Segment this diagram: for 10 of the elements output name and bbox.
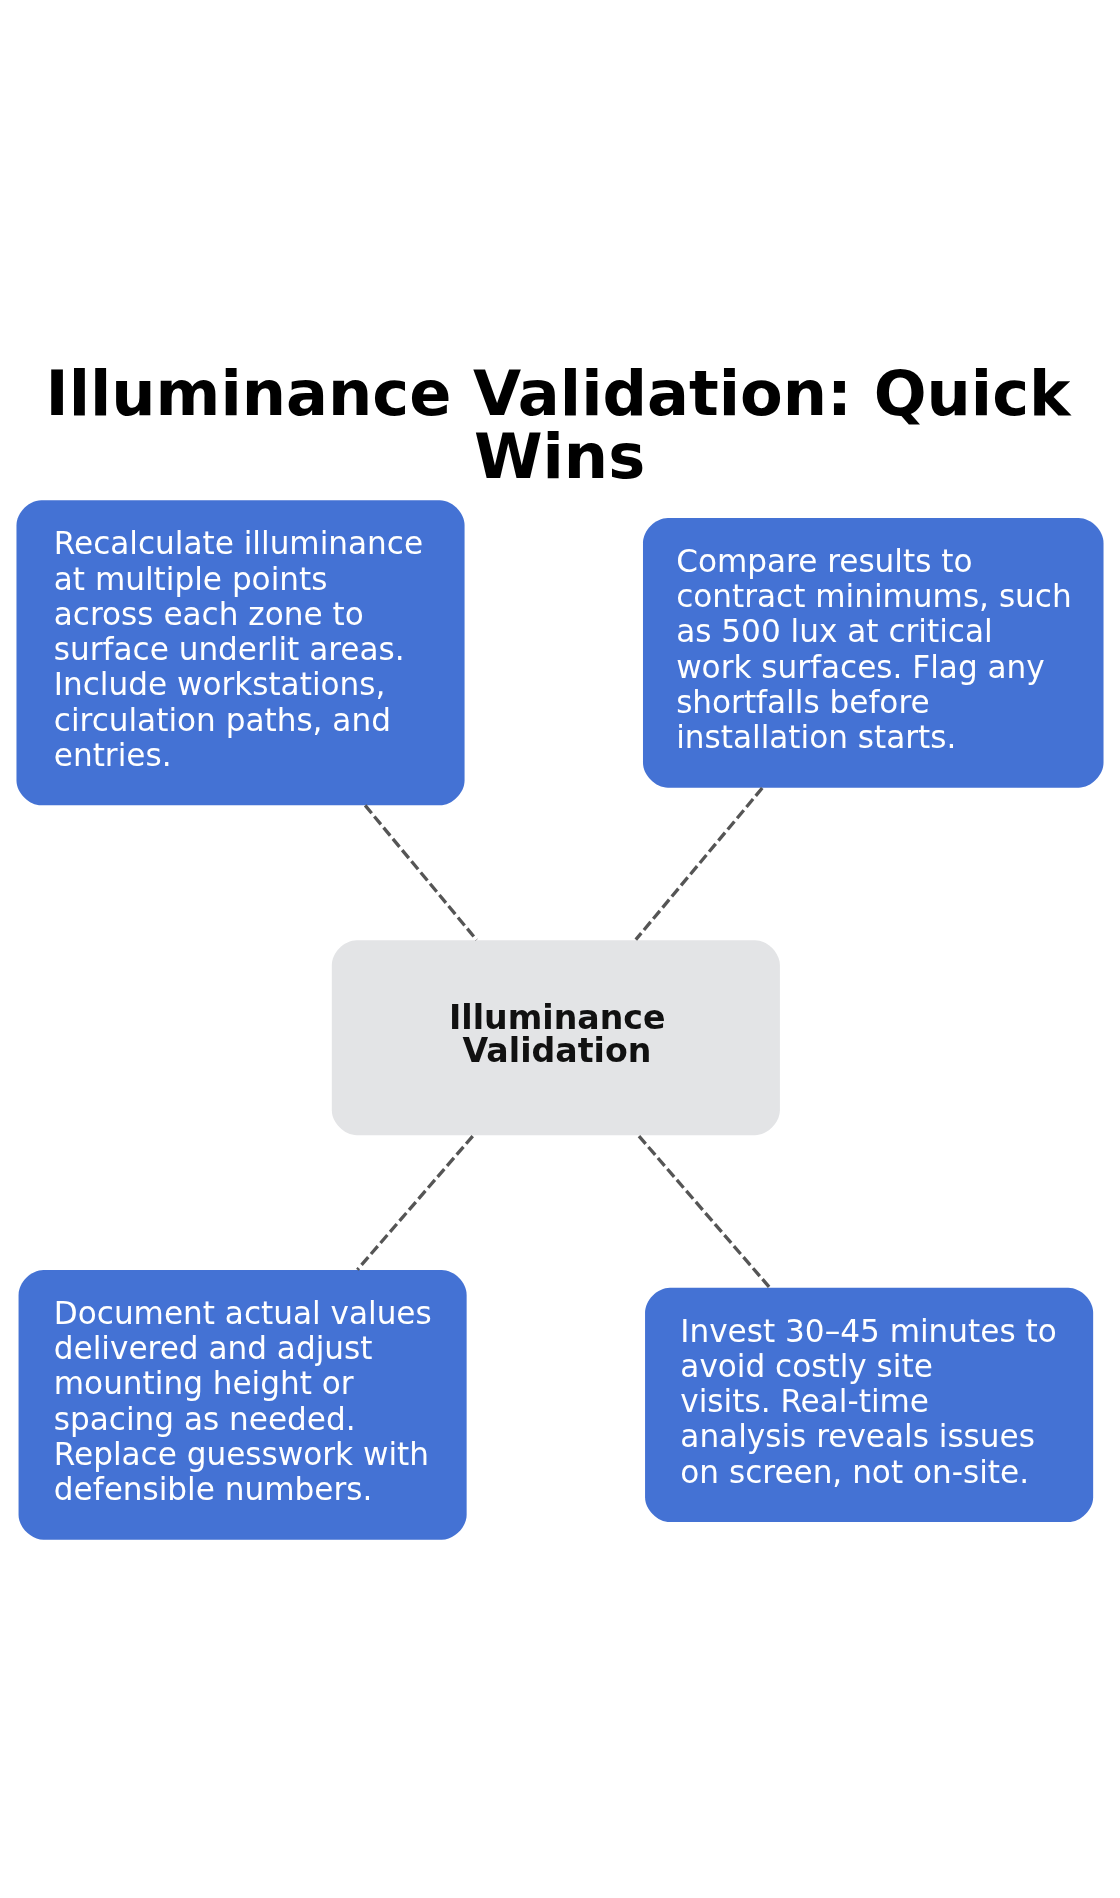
node-box: Invest 30–45 minutes to avoid costly site visits. Real-time analysis reveals issues on screen, not on-site. [645, 1287, 1094, 1522]
node-box: Recalculate illuminance at multiple points across each zone to surface underlit areas. Include workstations, circulation paths, and entries. [16, 499, 465, 805]
connector [356, 1134, 474, 1271]
connector [637, 1134, 771, 1288]
node-box: Document actual values delivered and adjust mounting height or spacing as needed. Replace guesswork with defensible numbers. [18, 1269, 467, 1540]
node-box: Illuminance Validation [331, 939, 780, 1135]
connector [363, 803, 478, 941]
node-box: Compare results to contract minimums, such as 500 lux at critical work surfaces. Flag any shortfalls before installation starts. [643, 517, 1104, 788]
diagram-title: Illuminance Validation: Quick Wins [45, 356, 1071, 493]
connector [634, 786, 764, 941]
